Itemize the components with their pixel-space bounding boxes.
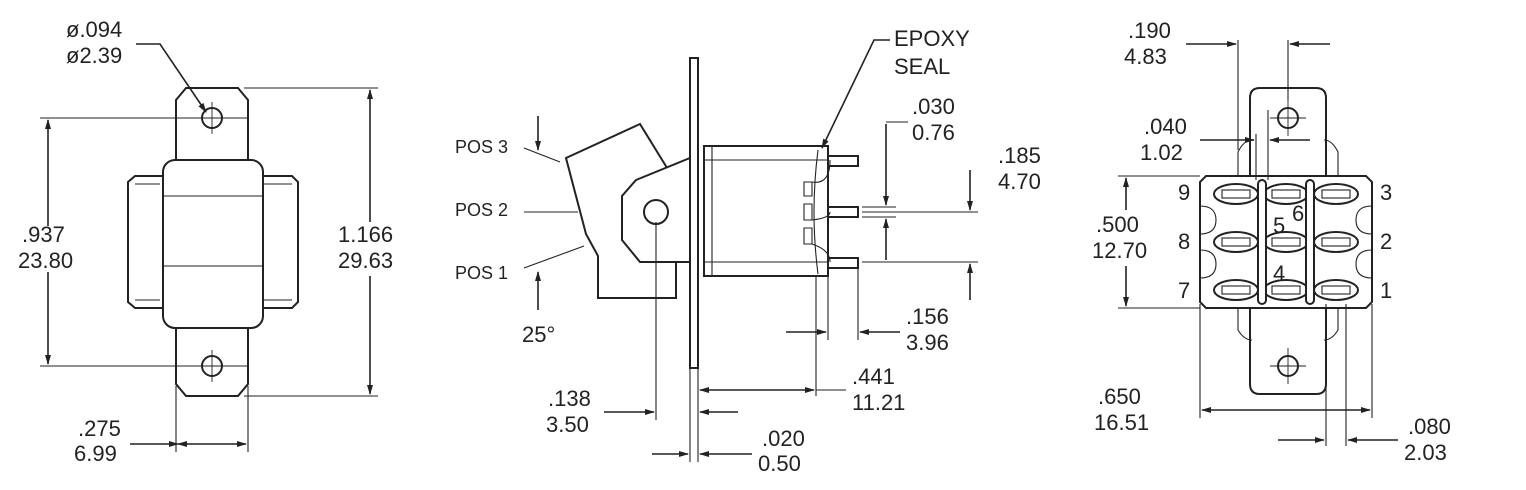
d080-in: .080 [1408,414,1451,439]
terminal-7: 7 [1178,278,1190,303]
front-view: ø.094 ø2.39 .937 23.80 1.166 29.63 .275 … [18,17,393,466]
side-terminal-bot [827,257,859,269]
d030-in: .030 [912,94,955,119]
front-hole-dia-mm: ø2.39 [66,43,122,68]
side-pivot-hole [643,199,669,225]
side-terminal-mid [827,206,859,218]
front-hole-spacing-in: .937 [22,222,65,247]
angle-label: 25° [522,322,555,347]
side-view: POS 3 POS 2 POS 1 25° EPOXY SEAL .030 0.… [455,26,1041,476]
side-terminal-top [827,155,859,167]
d190-mm: 4.83 [1124,44,1167,69]
rear-terminal-grid [1213,179,1359,305]
front-rocker [162,159,264,329]
terminal-9: 9 [1178,180,1190,205]
side-epoxy-seal [813,149,819,275]
side-panel-plate [689,57,699,369]
d138-mm: 3.50 [546,412,589,437]
d156-mm: 3.96 [906,330,949,355]
d185-mm: 4.70 [998,169,1041,194]
front-tab-width-in: .275 [78,416,121,441]
d080-mm: 2.03 [1404,440,1447,465]
d650-in: .650 [1098,384,1141,409]
terminal-5: 5 [1273,213,1285,238]
front-hole-dia-in: ø.094 [66,17,122,42]
epoxy-label-1: EPOXY [894,26,970,51]
pos2-label: POS 2 [455,200,508,220]
d030-mm: 0.76 [912,120,955,145]
pos1-label: POS 1 [455,263,508,283]
terminal-3: 3 [1380,180,1392,205]
d138-in: .138 [548,386,591,411]
pos3-label: POS 3 [455,137,508,157]
terminal-8: 8 [1178,229,1190,254]
d500-in: .500 [1096,212,1139,237]
d441-in: .441 [852,364,895,389]
terminal-6: 6 [1292,201,1304,226]
d650-mm: 16.51 [1094,410,1149,435]
front-tab-width-mm: 6.99 [74,441,117,466]
front-overall-length-mm: 29.63 [338,248,393,273]
terminal-1: 1 [1380,278,1392,303]
epoxy-label-2: SEAL [894,54,950,79]
terminal-4: 4 [1273,261,1285,286]
d020-mm: 0.50 [758,451,801,476]
front-hole-spacing-mm: 23.80 [18,248,73,273]
terminal-2: 2 [1380,229,1392,254]
side-housing [703,145,829,277]
d441-mm: 11.21 [852,390,905,415]
rear-view: 9 8 7 3 2 1 5 6 4 .190 4.83 .040 1.02 .5… [1092,18,1451,465]
d020-in: .020 [762,426,805,451]
front-overall-length-in: 1.166 [338,222,393,247]
d040-in: .040 [1144,114,1187,139]
d190-in: .190 [1128,18,1171,43]
d185-in: .185 [998,143,1041,168]
d156-in: .156 [906,304,949,329]
d040-mm: 1.02 [1140,140,1183,165]
d500-mm: 12.70 [1092,238,1147,263]
